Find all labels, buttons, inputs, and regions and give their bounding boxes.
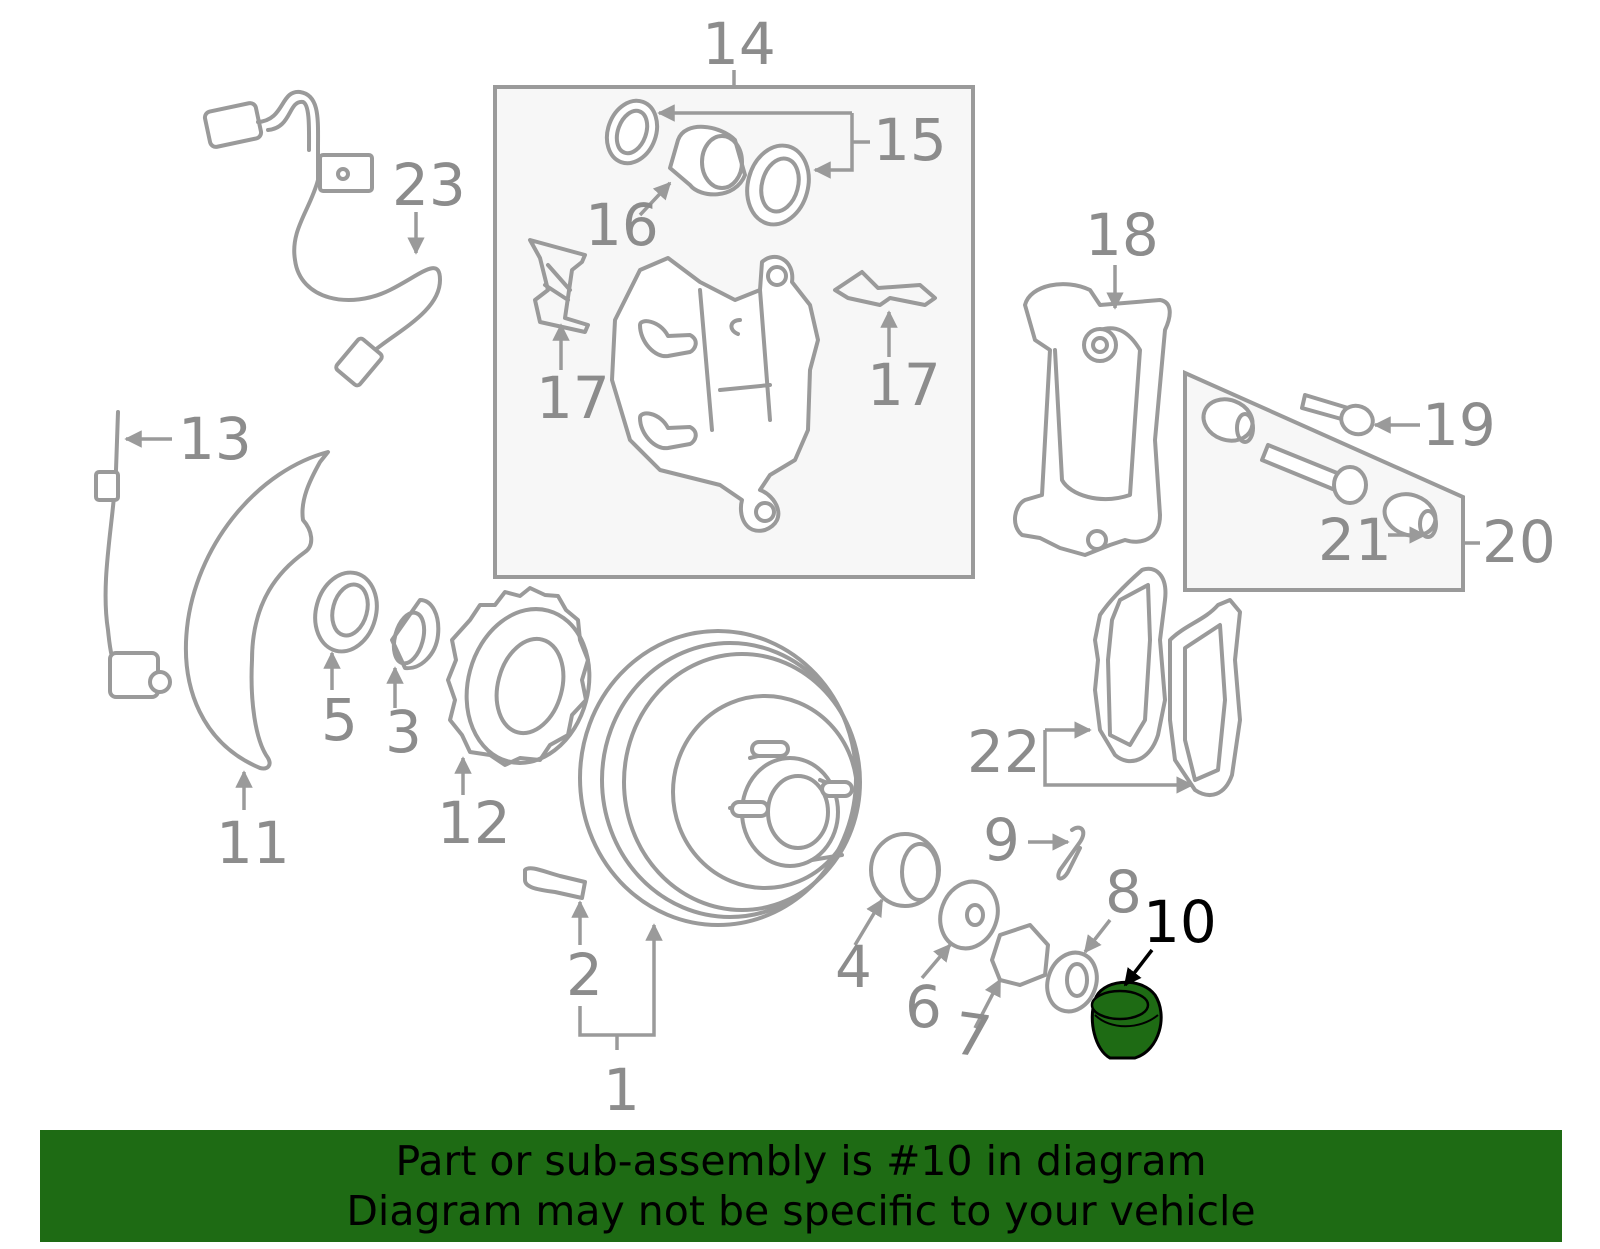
callout-8: 8 bbox=[1105, 858, 1142, 926]
callout-labels: 1 2 3 4 5 6 7 8 9 10 11 12 13 14 15 16 1… bbox=[178, 10, 1556, 1124]
callout-22: 22 bbox=[967, 718, 1041, 786]
callout-3: 3 bbox=[385, 698, 422, 766]
part-washer bbox=[920, 879, 1000, 980]
info-banner: Part or sub-assembly is #10 in diagram D… bbox=[40, 1130, 1562, 1242]
part-wheel-stud bbox=[523, 866, 589, 945]
callout-15: 15 bbox=[873, 106, 947, 174]
callout-2: 2 bbox=[566, 941, 603, 1009]
part-outer-bearing bbox=[853, 832, 941, 946]
callout-19: 19 bbox=[1422, 391, 1496, 459]
callout-11: 11 bbox=[216, 809, 290, 877]
part-tone-ring bbox=[446, 586, 592, 795]
callout-12: 12 bbox=[437, 789, 511, 857]
callout-1: 1 bbox=[603, 1056, 640, 1124]
callout-16: 16 bbox=[585, 191, 659, 259]
part-rotor bbox=[578, 629, 862, 1050]
part-splash-shield bbox=[183, 450, 330, 810]
part-brake-pads bbox=[1043, 566, 1242, 797]
part-pin-kit-contents bbox=[1201, 397, 1438, 544]
part-nut-retainer bbox=[1045, 918, 1112, 1014]
part-grease-seal bbox=[313, 570, 379, 690]
part-cotter-pin bbox=[1028, 825, 1086, 881]
callout-10-highlighted[interactable]: 10 bbox=[1143, 888, 1217, 956]
callout-20: 20 bbox=[1482, 508, 1556, 576]
callout-21: 21 bbox=[1318, 506, 1392, 574]
part-brake-hose bbox=[202, 89, 442, 388]
callout-9: 9 bbox=[983, 806, 1020, 874]
callout-17-right: 17 bbox=[867, 351, 941, 419]
callout-23: 23 bbox=[392, 151, 466, 219]
callout-4: 4 bbox=[835, 933, 872, 1001]
part-inner-bearing bbox=[386, 598, 441, 708]
part-abs-sensor bbox=[94, 410, 172, 699]
part-caliper-bracket bbox=[1013, 265, 1172, 557]
callout-6: 6 bbox=[905, 973, 942, 1041]
part-spindle-nut bbox=[973, 923, 1050, 1029]
part-caliper-body bbox=[610, 254, 820, 533]
banner-line-part: Part or sub-assembly is #10 in diagram bbox=[395, 1137, 1207, 1185]
part-caliper-bolt bbox=[1300, 393, 1420, 437]
part-piston-seals bbox=[604, 98, 870, 227]
callout-14: 14 bbox=[702, 10, 776, 78]
part-anti-rattle-clip-left bbox=[528, 238, 590, 370]
callout-7: 7 bbox=[949, 999, 995, 1071]
banner-line-disclaimer: Diagram may not be specific to your vehi… bbox=[346, 1187, 1256, 1235]
callout-17-left: 17 bbox=[536, 364, 610, 432]
part-anti-rattle-clip-right bbox=[833, 270, 937, 357]
callout-5: 5 bbox=[321, 686, 358, 754]
callout-18: 18 bbox=[1085, 201, 1159, 269]
callout-13: 13 bbox=[178, 405, 252, 473]
part-dust-cap-highlighted[interactable] bbox=[1090, 948, 1163, 1060]
